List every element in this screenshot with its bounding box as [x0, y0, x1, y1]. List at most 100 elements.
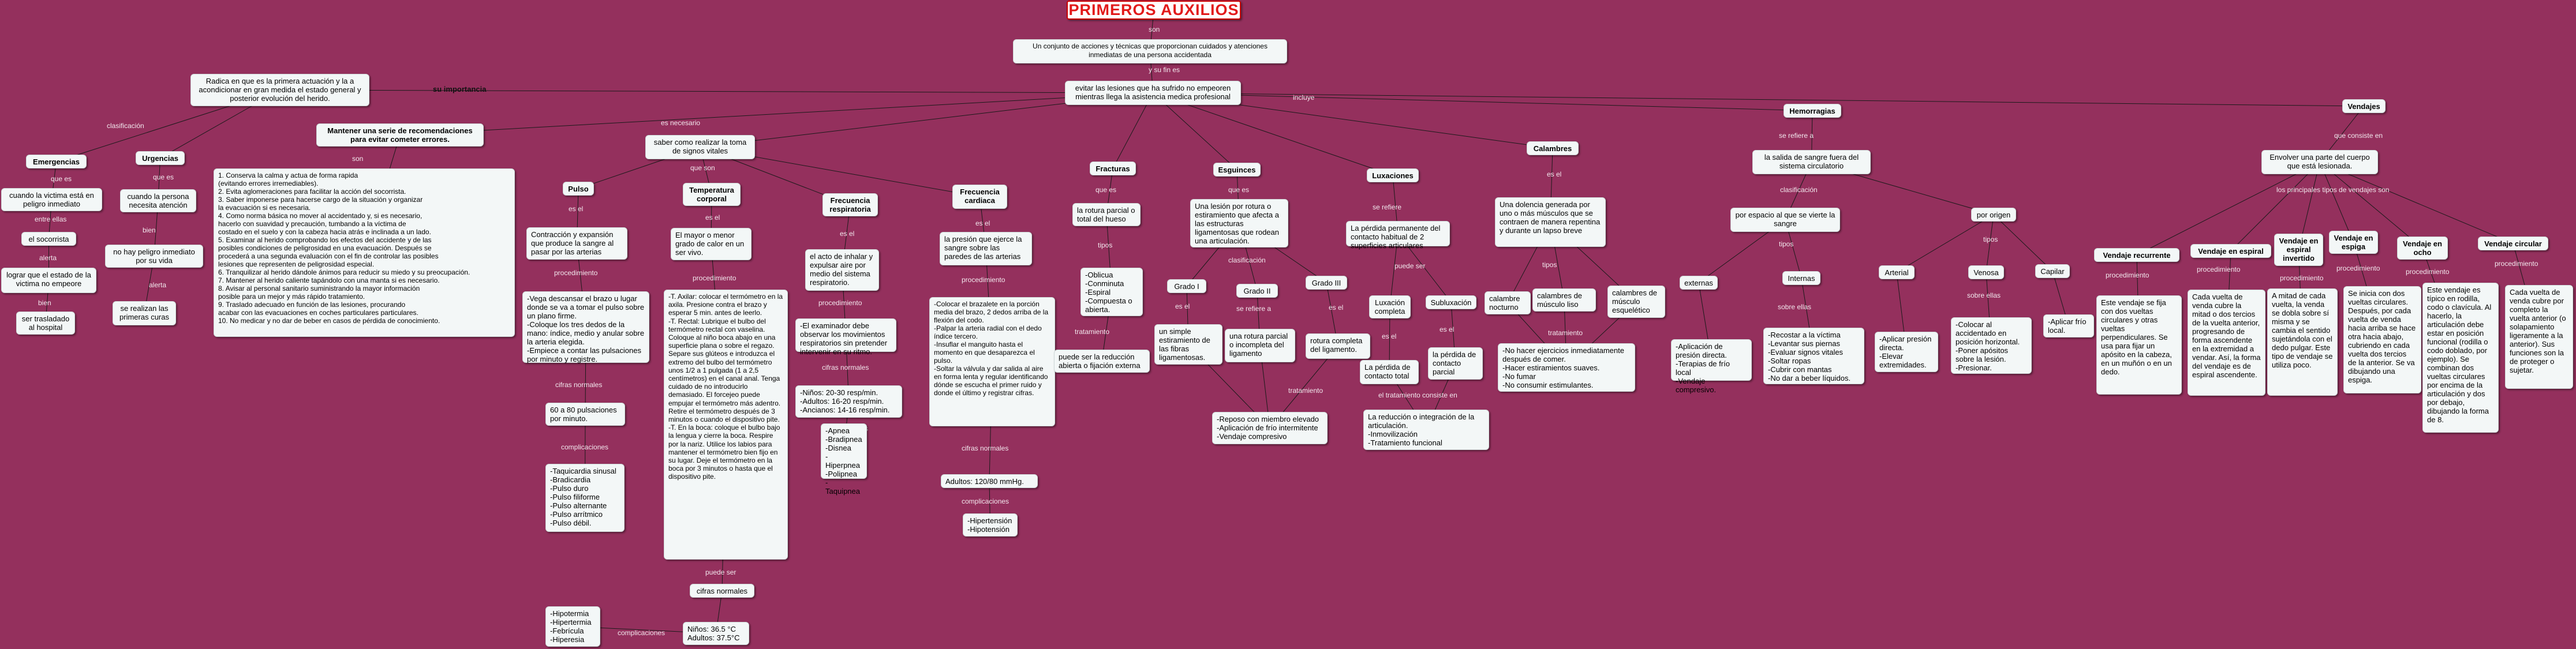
label-lu-trat: el tratamiento consiste en [1378, 391, 1457, 399]
label-he-int2: sobre ellas [1967, 291, 2001, 299]
calambre-nocturno-node: calambre nocturno [1485, 291, 1531, 314]
externas-intervenciones: -Aplicación de presión directa. -Terapia… [1671, 339, 1752, 394]
label-g1: es el [1175, 302, 1190, 310]
vendaje-ocho-node: Vendaje en ocho [2397, 237, 2448, 260]
urgencias-final: se realizan las primeras curas [113, 301, 176, 325]
fracturas-node: Fracturas [1090, 162, 1136, 175]
vendajes-node: Vendajes [2342, 99, 2386, 113]
label-lu-es: se refiere [1373, 203, 1402, 211]
importance-node: Radica en que es la primera actuación y … [190, 74, 369, 106]
luxacion-completa-node: Luxación completa [1369, 295, 1411, 318]
connector-line [2136, 162, 2320, 256]
root-definition: Un conjunto de acciones y técnicas que p… [1013, 39, 1287, 63]
cardiaca-comp: -Hipertensión -Hipotensión [963, 513, 1018, 537]
connector-line [2319, 162, 2354, 243]
label-v3: procedimiento [2336, 264, 2380, 272]
subluxacion-node: Subluxación [1426, 295, 1476, 309]
label-es-es: que es [1228, 186, 1250, 194]
vendaje-espiga-node: Vendaje en espiga [2329, 231, 2378, 254]
label-v5: procedimiento [2495, 260, 2538, 268]
venosa-node: Venosa [1968, 265, 2004, 279]
pulso-node: Pulso [563, 182, 594, 196]
label-ve-es: que consiste en [2334, 132, 2383, 140]
label-es: que es [51, 175, 72, 183]
hemorragias-origen: por origen [1971, 208, 2016, 222]
connector-line [1112, 92, 1153, 169]
label-v1: procedimiento [2197, 265, 2241, 273]
label-g3: es el [1329, 303, 1344, 312]
label-pulso-proc: procedimiento [554, 269, 598, 277]
label-temp-luego: puede ser [705, 568, 736, 576]
label-resp-norm: cifras normales [822, 363, 869, 372]
label-debe: alerta [39, 254, 57, 262]
label-ca-tipos: tipos [1542, 261, 1557, 269]
label-traslado: bien [38, 299, 51, 307]
vendaje-espiral-desc: Cada vuelta de venda cubre la mitad o do… [2188, 290, 2265, 396]
vendaje-espiga-desc: Se inicia con dos vueltas circulares. De… [2343, 286, 2421, 393]
fracturas-trat: puede ser la reducción abierta o fijació… [1054, 350, 1150, 373]
label-pero: bien [143, 226, 156, 234]
hemorragias-def: la salida de sangre fuera del sistema ci… [1752, 150, 1871, 174]
label-lu-tipos: puede ser [1394, 262, 1426, 270]
label-pulso-es: es el [569, 205, 584, 213]
externas-node: externas [1680, 276, 1718, 290]
label-es-trat: tratamiento [1288, 387, 1323, 395]
label-fr-trat: tratamiento [1075, 328, 1110, 336]
label-he-es: se refiere a [1779, 132, 1814, 140]
label-v4: procedimiento [2406, 268, 2450, 276]
connector-line [1993, 214, 2053, 272]
vendaje-circular-desc: Cada vuelta de venda cubre por completo … [2505, 285, 2573, 389]
respiratoria-def: el acto de inhalar y expulsar aire por m… [805, 249, 879, 291]
urgencias-node: Urgencias [136, 151, 185, 165]
label-importancia: su importancia [433, 85, 487, 93]
connector-line [1896, 214, 1994, 273]
grado-3-node: Grado III [1306, 276, 1347, 290]
label-he-tipos2: tipos [1983, 235, 1998, 243]
label-resp-es: es el [840, 230, 855, 238]
vendaje-circular-node: Vendaje circular [2478, 237, 2548, 250]
vitals-intro: saber como realizar la toma de signos vi… [645, 135, 755, 159]
hemorragias-node: Hemorragias [1784, 104, 1841, 118]
vendajes-def: Envolver una parte del cuerpo que está l… [2261, 150, 2378, 174]
temperatura-def: El mayor o menor grado de calor en un se… [671, 228, 752, 260]
emergencias-def: cuando la victima está en peligro inmedi… [1, 188, 102, 211]
label-lu-s: es el [1440, 325, 1455, 333]
label-clasificacion: clasificación [107, 122, 144, 130]
calambre-esqueletico-node: calambres de músculo esquelético [1607, 286, 1665, 318]
emergencias-goal: lograr que el estado de la victima no em… [1, 268, 96, 293]
venosa-intervenciones: -Colocar al accidentado en posición hori… [1951, 317, 2032, 374]
label-ca-trat: tratamiento [1548, 329, 1583, 337]
label-he-clas: clasificación [1780, 186, 1818, 194]
label-pulso-comp: complicaciones [561, 443, 609, 451]
emergencias-final: ser trasladado al hospital [16, 312, 75, 335]
pulso-proc: -Vega descansar el brazo u lugar donde s… [522, 291, 649, 363]
label-v2: procedimiento [2280, 274, 2324, 282]
label-son-2: son [352, 155, 364, 163]
calambres-def: Una dolencia generada por uno o más músc… [1495, 197, 1606, 247]
label-son: son [1149, 25, 1160, 33]
respiratoria-comp: -Apnea -Bradipnea -Disnea -Hiperpnea -Po… [821, 423, 867, 496]
temperatura-proc: -T. Axilar: colocar el termómetro en la … [664, 290, 788, 560]
label-lu-c: es el [1382, 332, 1397, 340]
label-v0: procedimiento [2106, 271, 2149, 279]
cardiaca-node: Frecuencia cardiaca [952, 185, 1007, 209]
label-fr-tipos: tipos [1098, 241, 1113, 249]
urgencias-def: cuando la persona necesita atención [120, 189, 196, 212]
grado-3-def: rotura completa del ligamento. [1306, 333, 1370, 359]
label-interviene: entre ellas [35, 215, 67, 223]
grado-1-def: un simple estiramiento de las fibras lig… [1154, 324, 1222, 365]
esguinces-def: Una lesión por rotura o estiramiento que… [1190, 199, 1288, 247]
internas-intervenciones: -Recostar a la víctima -Levantar sus pie… [1763, 328, 1864, 384]
connector-line [1153, 92, 1813, 111]
respiratoria-proc: -El examinador debe observar los movimie… [795, 318, 896, 356]
label-es-clas: clasificación [1228, 256, 1266, 264]
fracturas-tipos: -Oblicua -Conminuta -Espiral -Compuesta … [1081, 268, 1143, 316]
label-card-norm: cifras normales [962, 444, 1009, 452]
page-title: PRIMEROS AUXILIOS [1067, 1, 1241, 20]
label-pulso-norm: cifras normales [555, 381, 603, 389]
label-he-tipos: tipos [1779, 240, 1794, 248]
temperatura-comp: -Hipotermia -Hipertermia -Febrícula -Hip… [545, 606, 600, 647]
label-ca-es: es el [1547, 170, 1562, 178]
capilar-intervenciones: -Aplicar frío local. [2043, 314, 2094, 337]
subluxacion-def: la pérdida de contacto parcial [1428, 347, 1483, 380]
